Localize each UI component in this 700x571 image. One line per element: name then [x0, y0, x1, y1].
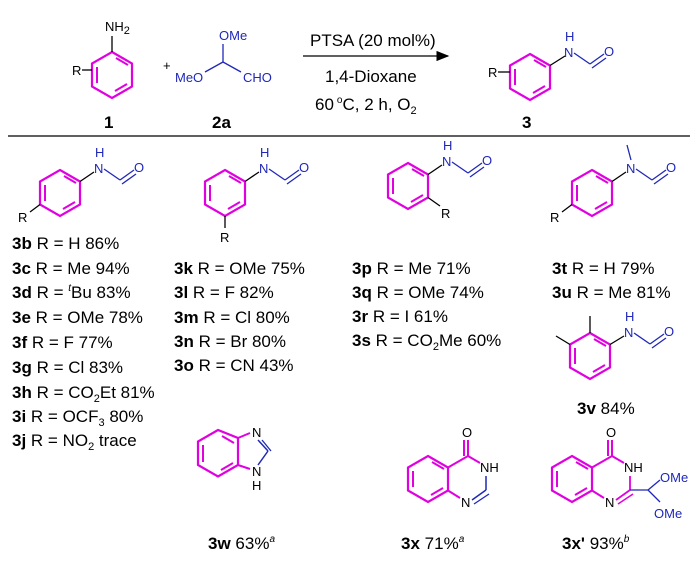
- entry-3s: 3s R = CO2Me 60%: [352, 331, 501, 353]
- svg-text:N: N: [461, 495, 470, 510]
- svg-text:R: R: [550, 210, 559, 225]
- svg-text:NH: NH: [624, 460, 643, 475]
- solvent-condition: 1,4-Dioxane: [325, 67, 417, 86]
- entry-3k: 3k R = OMe 75%: [174, 259, 305, 278]
- entry-3l: 3l R = F 82%: [174, 283, 274, 302]
- svg-text:N: N: [252, 425, 261, 440]
- svg-text:OMe: OMe: [660, 470, 688, 485]
- structure-quinazolinone: O NH N 3x 71%a: [401, 425, 499, 553]
- cho-label: CHO: [243, 70, 272, 85]
- svg-text:O: O: [604, 44, 614, 59]
- svg-text:O: O: [606, 425, 616, 440]
- structure-meta-formanilide: H N O R: [203, 145, 309, 245]
- entry-3n: 3n R = Br 80%: [174, 332, 286, 351]
- svg-text:O: O: [462, 425, 472, 440]
- svg-text:N: N: [564, 45, 573, 60]
- ome-label: OMe: [219, 28, 247, 43]
- structure-para-formanilide: H N O R: [18, 145, 144, 225]
- ring-double-bond: [114, 83, 128, 92]
- svg-text:N: N: [605, 495, 614, 510]
- svg-text:N: N: [624, 325, 633, 340]
- entry-3c: 3c R = Me 94%: [12, 259, 130, 278]
- entry-3q: 3q R = OMe 74%: [352, 283, 484, 302]
- entry-3g: 3g R = Cl 83%: [12, 358, 123, 377]
- structure-quinazolinone-acetal: O NH N OMe OMe 3x' 93%b: [550, 425, 688, 553]
- plus-sign: +: [163, 58, 171, 73]
- svg-text:R: R: [220, 230, 229, 245]
- entry-3r: 3r R = I 61%: [352, 307, 448, 326]
- entry-3d: 3d R = tBu 83%: [12, 283, 131, 302]
- r-label: R: [72, 63, 81, 78]
- svg-text:H: H: [625, 309, 634, 324]
- svg-text:H: H: [443, 138, 452, 153]
- svg-text:H: H: [565, 29, 574, 44]
- product-formanilide: H N O R 3: [488, 29, 614, 132]
- col2-entries: 3k R = OMe 75% 3l R = F 82% 3m R = Cl 80…: [174, 259, 305, 375]
- svg-text:OMe: OMe: [654, 506, 682, 521]
- svg-text:N: N: [252, 464, 261, 479]
- entry-3e: 3e R = OMe 78%: [12, 308, 143, 327]
- reactant-aniline: NH2 R 1: [72, 19, 134, 132]
- structure-n-methyl-formanilide: N O R: [550, 144, 676, 225]
- entry-3w: 3w 63%a: [208, 534, 275, 553]
- svg-text:O: O: [134, 160, 144, 175]
- structure-ortho-formanilide: H N O R: [386, 138, 492, 221]
- svg-text:R: R: [18, 210, 27, 225]
- svg-text:N: N: [442, 154, 451, 169]
- structure-3v: H N O 3v 84%: [555, 309, 674, 418]
- col3-entries: 3p R = Me 71% 3q R = OMe 74% 3r R = I 61…: [352, 259, 501, 353]
- svg-text:H: H: [252, 478, 261, 493]
- entry-3u: 3u R = Me 81%: [552, 283, 671, 302]
- entry-3m: 3m R = Cl 80%: [174, 308, 290, 327]
- ring-double-bond: [115, 57, 129, 66]
- reactant2-label: 2a: [212, 113, 231, 132]
- meo-label: MeO: [175, 70, 203, 85]
- catalyst-condition: PTSA (20 mol%): [310, 31, 436, 50]
- aniline-ring: [90, 50, 134, 100]
- svg-text:O: O: [482, 153, 492, 168]
- svg-text:N: N: [94, 161, 103, 176]
- svg-text:O: O: [664, 324, 674, 339]
- entry-3t: 3t R = H 79%: [552, 259, 655, 278]
- reactant-dimethoxyacetaldehyde: OMe MeO CHO 2a: [175, 28, 272, 132]
- entry-3j: 3j R = NO2 trace: [12, 431, 137, 453]
- svg-text:O: O: [299, 160, 309, 175]
- svg-text:N: N: [259, 161, 268, 176]
- svg-text:H: H: [260, 145, 269, 160]
- entry-3b: 3b R = H 86%: [12, 234, 119, 253]
- entry-3f: 3f R = F 77%: [12, 333, 113, 352]
- entry-3i: 3i R = OCF3 80%: [12, 407, 143, 429]
- product-label: 3: [522, 113, 531, 132]
- svg-text:R: R: [441, 206, 450, 221]
- svg-text:O: O: [666, 160, 676, 175]
- entry-3x: 3x 71%a: [401, 534, 465, 553]
- svg-text:NH: NH: [480, 460, 499, 475]
- structure-benzimidazole: N N H 3w 63%a: [196, 425, 275, 553]
- entry-3p: 3p R = Me 71%: [352, 259, 471, 278]
- svg-text:R: R: [488, 65, 497, 80]
- col4-entries: 3t R = H 79% 3u R = Me 81%: [552, 259, 671, 302]
- col1-entries: 3b R = H 86% 3c R = Me 94% 3d R = tBu 83…: [12, 234, 155, 453]
- entry-3x-prime: 3x' 93%b: [562, 534, 630, 553]
- reactant1-label: 1: [104, 113, 113, 132]
- nh2-label: NH2: [105, 19, 130, 37]
- entry-3h: 3h R = CO2Et 81%: [12, 383, 155, 405]
- svg-text:N: N: [626, 161, 635, 176]
- svg-text:H: H: [95, 145, 104, 160]
- entry-3o: 3o R = CN 43%: [174, 356, 294, 375]
- entry-3v: 3v 84%: [577, 399, 635, 418]
